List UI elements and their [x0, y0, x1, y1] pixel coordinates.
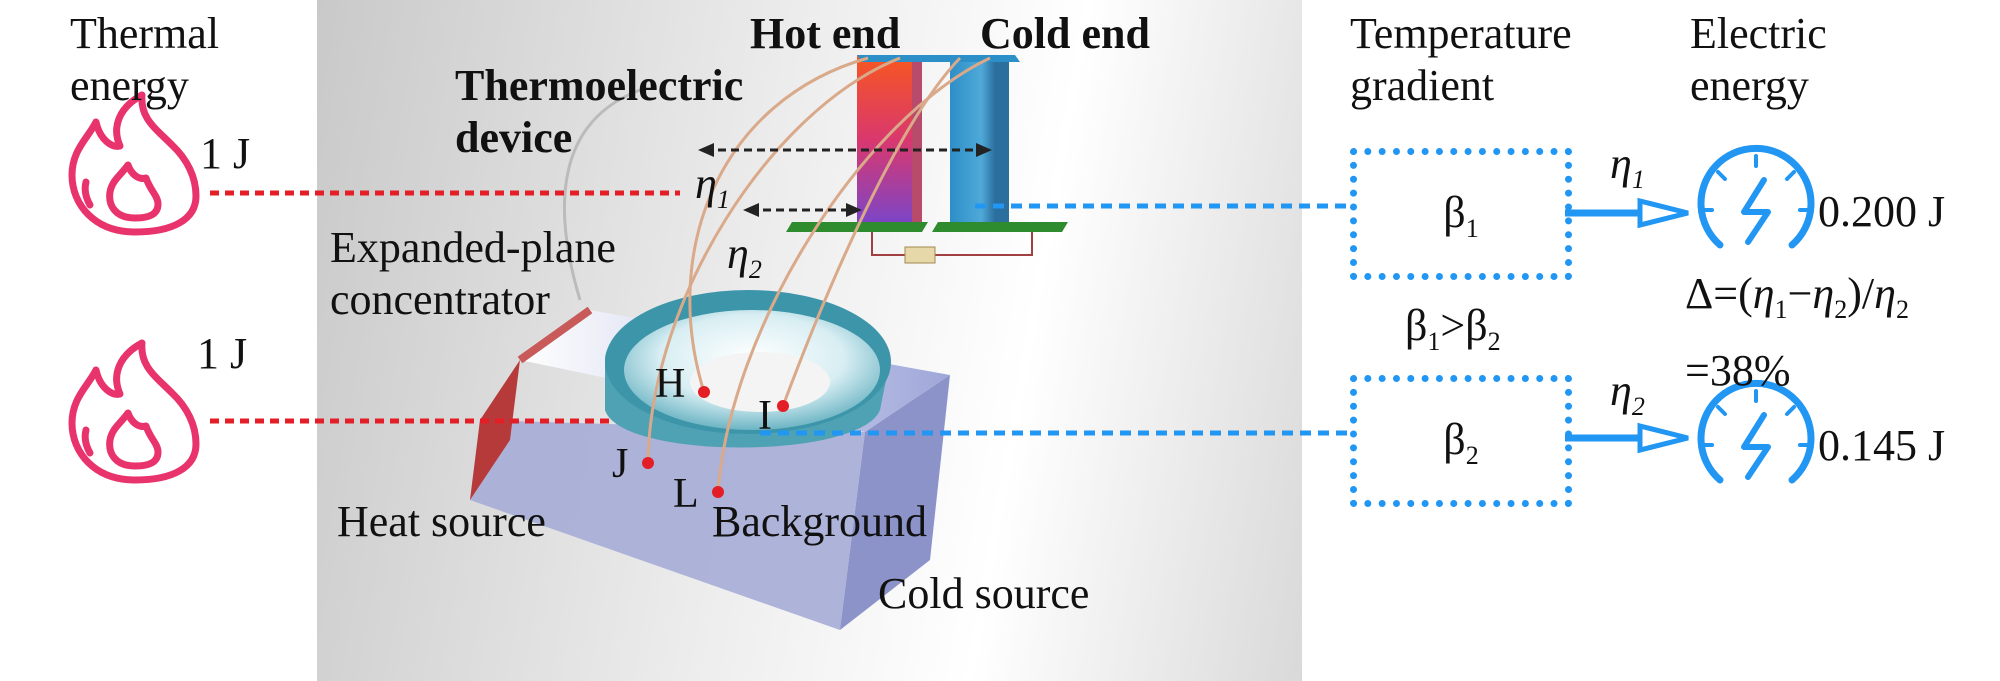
- cold-plate: [932, 222, 1068, 232]
- eta1-arrow-right: [976, 143, 992, 157]
- electric-meter-icon: [1697, 379, 1815, 484]
- heat-source-label: Heat source: [337, 497, 546, 546]
- hot-end-label: Hot end: [750, 9, 901, 58]
- cold-end-label: Cold end: [980, 9, 1150, 58]
- beta2-label: β2: [1443, 415, 1479, 470]
- flame-icon: [68, 339, 200, 484]
- temperature-gradient-label: Temperature gradient: [1350, 9, 1572, 110]
- block-side-face: [840, 375, 950, 630]
- flame-icon: [68, 91, 200, 236]
- eta2-arrow-right: [846, 203, 862, 217]
- sensor-wires: [563, 56, 991, 493]
- load-wire: [871, 232, 1033, 256]
- gradient-box-2: β2: [1350, 375, 1572, 507]
- delta-percent: =38%: [1685, 346, 1791, 395]
- eta2-output-label: η2: [1610, 366, 1645, 421]
- bowl-center: [690, 352, 830, 412]
- output-energy-2: 0.145 J: [1818, 421, 1946, 470]
- point-l: [712, 486, 724, 498]
- measurement-points: [642, 386, 789, 498]
- arrow1-head: [1637, 197, 1689, 229]
- electric-energy-label: Electric energy: [1690, 9, 1827, 110]
- hot-leg-side: [912, 60, 922, 225]
- beta1-label: β1: [1443, 188, 1479, 243]
- wire-h: [688, 56, 869, 393]
- wire-j: [646, 56, 901, 464]
- background-label: Background: [712, 497, 928, 546]
- point-j-label: J: [612, 441, 629, 487]
- arrow2-head: [1637, 422, 1689, 454]
- point-i: [777, 400, 789, 412]
- output-arrows: [1565, 197, 1689, 454]
- cold-leg: [950, 55, 995, 225]
- thermoelectric-device: [786, 55, 1068, 264]
- load-resistor: [904, 246, 936, 264]
- point-h-label: H: [655, 361, 686, 407]
- concentrator-label: Expanded-plane concentrator: [330, 223, 616, 324]
- input-energy-1: 1 J: [200, 129, 251, 178]
- point-i-label: I: [758, 393, 772, 439]
- heat-edge: [517, 306, 593, 364]
- beta-comparison: β1>β2: [1405, 301, 1501, 356]
- eta1-arrow-left: [698, 143, 714, 157]
- heat-source-strip: [470, 360, 520, 500]
- input-energy-2: 1 J: [197, 329, 248, 378]
- eta-arrows: [698, 143, 992, 217]
- gradient-box-1: β1: [1350, 148, 1572, 280]
- cold-leg-side: [995, 60, 1009, 225]
- wire-l: [716, 56, 991, 493]
- cold-source-label: Cold source: [878, 569, 1090, 618]
- eta2-arrow-left: [743, 203, 759, 217]
- delta-formula: Δ=(η1−η2)/η2: [1685, 269, 1909, 324]
- point-l-label: L: [673, 471, 699, 517]
- electric-meter-icon: [1697, 144, 1815, 249]
- block-front-face: [470, 420, 865, 630]
- concentrator-bowl: [605, 290, 891, 448]
- eta2-label: η2: [727, 229, 762, 284]
- thermal-energy-label: Thermal energy: [70, 9, 220, 110]
- point-h: [698, 386, 710, 398]
- output-energy-1: 0.200 J: [1818, 187, 1946, 236]
- wire-i: [781, 56, 962, 407]
- eta1-output-label: η1: [1610, 139, 1645, 194]
- wire-aux: [563, 88, 641, 301]
- thermoelectric-device-label: Thermoelectric device: [455, 61, 744, 162]
- eta1-label: η1: [695, 159, 730, 214]
- point-j: [642, 457, 654, 469]
